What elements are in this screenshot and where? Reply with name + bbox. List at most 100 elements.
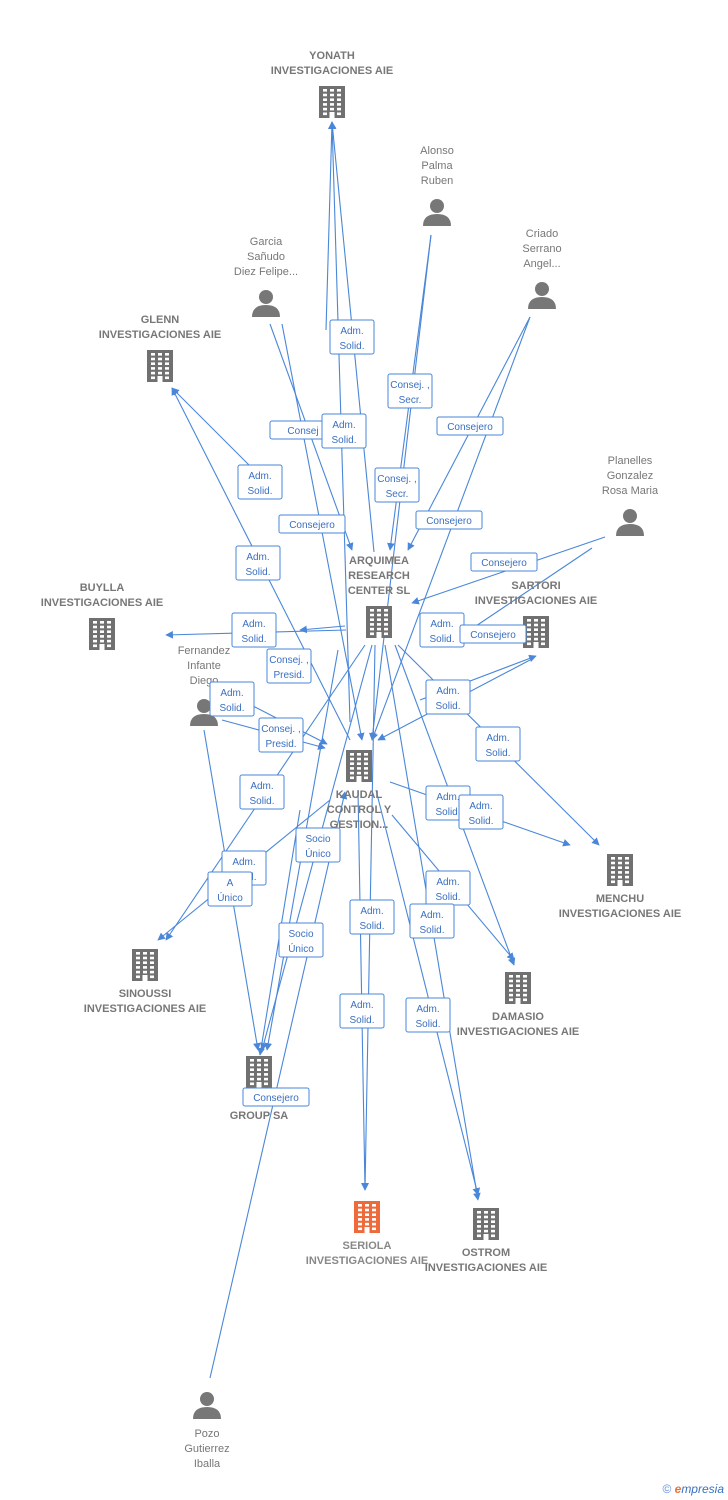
relation-badge-text: Adm. <box>248 471 271 482</box>
relation-badge-text: Adm. <box>430 619 453 630</box>
node-label-line: INVESTIGACIONES AIE <box>41 597 163 609</box>
relation-edge <box>375 789 481 1196</box>
node-label-line: Pozo <box>194 1428 219 1440</box>
relation-badge[interactable]: Adm.Solid. <box>329 319 375 355</box>
relation-badge-text: Consejero <box>481 558 527 569</box>
relation-badge-text: Adm. <box>436 686 459 697</box>
relation-badge[interactable]: Consejero <box>278 514 346 534</box>
node-criado[interactable]: CriadoSerranoAngel... <box>522 228 562 309</box>
relation-badge-text: Presid. <box>273 670 304 681</box>
relation-badge-text: Socio <box>288 929 313 940</box>
relation-badge-text: Solid. <box>435 892 460 903</box>
person-icon <box>528 282 556 309</box>
relation-badge[interactable]: Adm. Solid. <box>475 726 521 762</box>
relation-badge[interactable]: Consej. ,Secr. <box>387 373 433 409</box>
relation-badge[interactable]: Adm.Solid. <box>405 997 451 1033</box>
relation-badge-text: Solid. <box>485 748 510 759</box>
node-group[interactable]: ARGROUP SA <box>230 1056 289 1122</box>
relation-badge[interactable]: Adm.Solid. <box>237 464 283 500</box>
node-label-line: RESEARCH <box>348 570 410 582</box>
relation-badge-text: A <box>227 878 234 889</box>
relation-badge-text: Solid. <box>429 634 454 645</box>
relation-badge[interactable]: Consejero <box>242 1087 310 1107</box>
relation-badge-text: Adm. <box>332 420 355 431</box>
relation-badge[interactable]: Consejero <box>436 416 504 436</box>
relation-badge-text: Solid. <box>219 703 244 714</box>
node-label-line: GESTION... <box>330 819 389 831</box>
person-icon <box>193 1392 221 1419</box>
person-icon <box>252 290 280 317</box>
node-label-line: SINOUSSI <box>119 988 172 1000</box>
relation-badge-text: Adm. <box>340 326 363 337</box>
node-label-line: MENCHU <box>596 893 644 905</box>
building-icon <box>89 618 115 650</box>
relation-badge[interactable]: Adm.Solid. <box>458 794 504 830</box>
relation-badge-text: Solid. <box>468 816 493 827</box>
relation-badge[interactable]: Adm.Solid. <box>231 612 277 648</box>
relation-badge[interactable]: Consej. , Presid. <box>258 717 304 753</box>
node-label-line: Iballa <box>194 1458 221 1470</box>
relation-badge-text: Adm. <box>232 857 255 868</box>
relation-badge-text: Consejero <box>289 520 335 531</box>
relation-badge-text: Adm. <box>250 781 273 792</box>
relation-badge[interactable]: Adm.Solid. <box>321 413 367 449</box>
relation-badge[interactable]: Consejero <box>415 510 483 530</box>
node-label-line: INVESTIGACIONES AIE <box>99 329 221 341</box>
person-icon <box>423 199 451 226</box>
relation-badge[interactable]: Consejero <box>459 624 527 644</box>
building-icon <box>319 86 345 118</box>
relation-badge-text: Consejero <box>447 422 493 433</box>
relation-badge[interactable]: Adm.Solid. <box>425 679 471 715</box>
relation-badge[interactable]: Consejero <box>470 552 538 572</box>
node-label-line: Fernandez <box>178 645 231 657</box>
relation-badge[interactable]: Adm. Solid. <box>419 612 465 648</box>
relation-edge <box>466 547 593 633</box>
building-icon <box>346 750 372 782</box>
empresia-watermark: © empresia <box>662 1482 724 1496</box>
relation-badge-text: Secr. <box>386 489 409 500</box>
node-label-line: Ruben <box>421 175 453 187</box>
relation-badge-text: Solid. <box>249 796 274 807</box>
relation-badge[interactable]: Adm.Solid. <box>235 545 281 581</box>
node-label-line: INVESTIGACIONES AIE <box>457 1026 579 1038</box>
relation-badge-text: Adm. <box>486 733 509 744</box>
relation-badge-text: Solid. <box>435 807 460 818</box>
relation-badge[interactable]: Adm.Solid. <box>339 993 385 1029</box>
relation-badge[interactable]: Adm.Solid. <box>425 870 471 906</box>
relation-badge[interactable]: Adm.Solid. <box>409 903 455 939</box>
relation-badge-text: Presid. <box>265 739 296 750</box>
node-label-line: ARQUIMEA <box>349 555 409 567</box>
node-label-line: INVESTIGACIONES AIE <box>425 1262 547 1274</box>
relation-badge-text: Adm. <box>246 552 269 563</box>
relation-badge[interactable]: Consej. ,Presid. <box>266 648 312 684</box>
building-icon <box>132 949 158 981</box>
building-icon <box>354 1201 380 1233</box>
relation-badge[interactable]: Consej. ,Secr. <box>374 467 420 503</box>
relation-badge[interactable]: Adm.Solid. <box>209 681 255 717</box>
relation-badge[interactable]: Adm.Solid. <box>349 899 395 935</box>
relation-badge-text: Solid. <box>359 921 384 932</box>
node-label-line: Alonso <box>420 145 454 157</box>
node-label-line: Garcia <box>250 236 283 248</box>
relation-badge-text: Consej. , <box>261 724 300 735</box>
relation-badge[interactable]: Adm. Solid. <box>239 774 285 810</box>
